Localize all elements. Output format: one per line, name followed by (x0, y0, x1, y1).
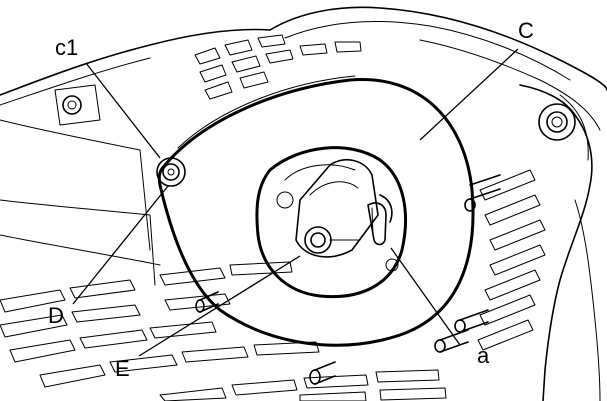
callout-labels: c1 C D E a (48, 18, 534, 381)
callout-c: C (518, 18, 534, 43)
callout-leaders (72, 48, 519, 357)
leader-d (72, 185, 169, 305)
vent-grille-top (194, 34, 362, 100)
callout-e: E (115, 356, 130, 381)
callout-c1: c1 (55, 35, 78, 60)
cover-plate-c (157, 75, 475, 347)
housing-outline (0, 6, 607, 401)
latch-a (367, 194, 393, 246)
callout-d: D (48, 303, 64, 328)
leader-c1 (85, 62, 161, 159)
fastener-d (156, 157, 186, 187)
leader-e (138, 255, 301, 357)
pins-and-bolts (195, 174, 501, 385)
vent-grille-bottom (0, 261, 447, 401)
fan-hub-e (255, 146, 408, 299)
vent-grille-right (477, 169, 546, 351)
leader-c (419, 48, 519, 141)
leader-a (390, 247, 461, 346)
callout-a: a (477, 343, 490, 368)
